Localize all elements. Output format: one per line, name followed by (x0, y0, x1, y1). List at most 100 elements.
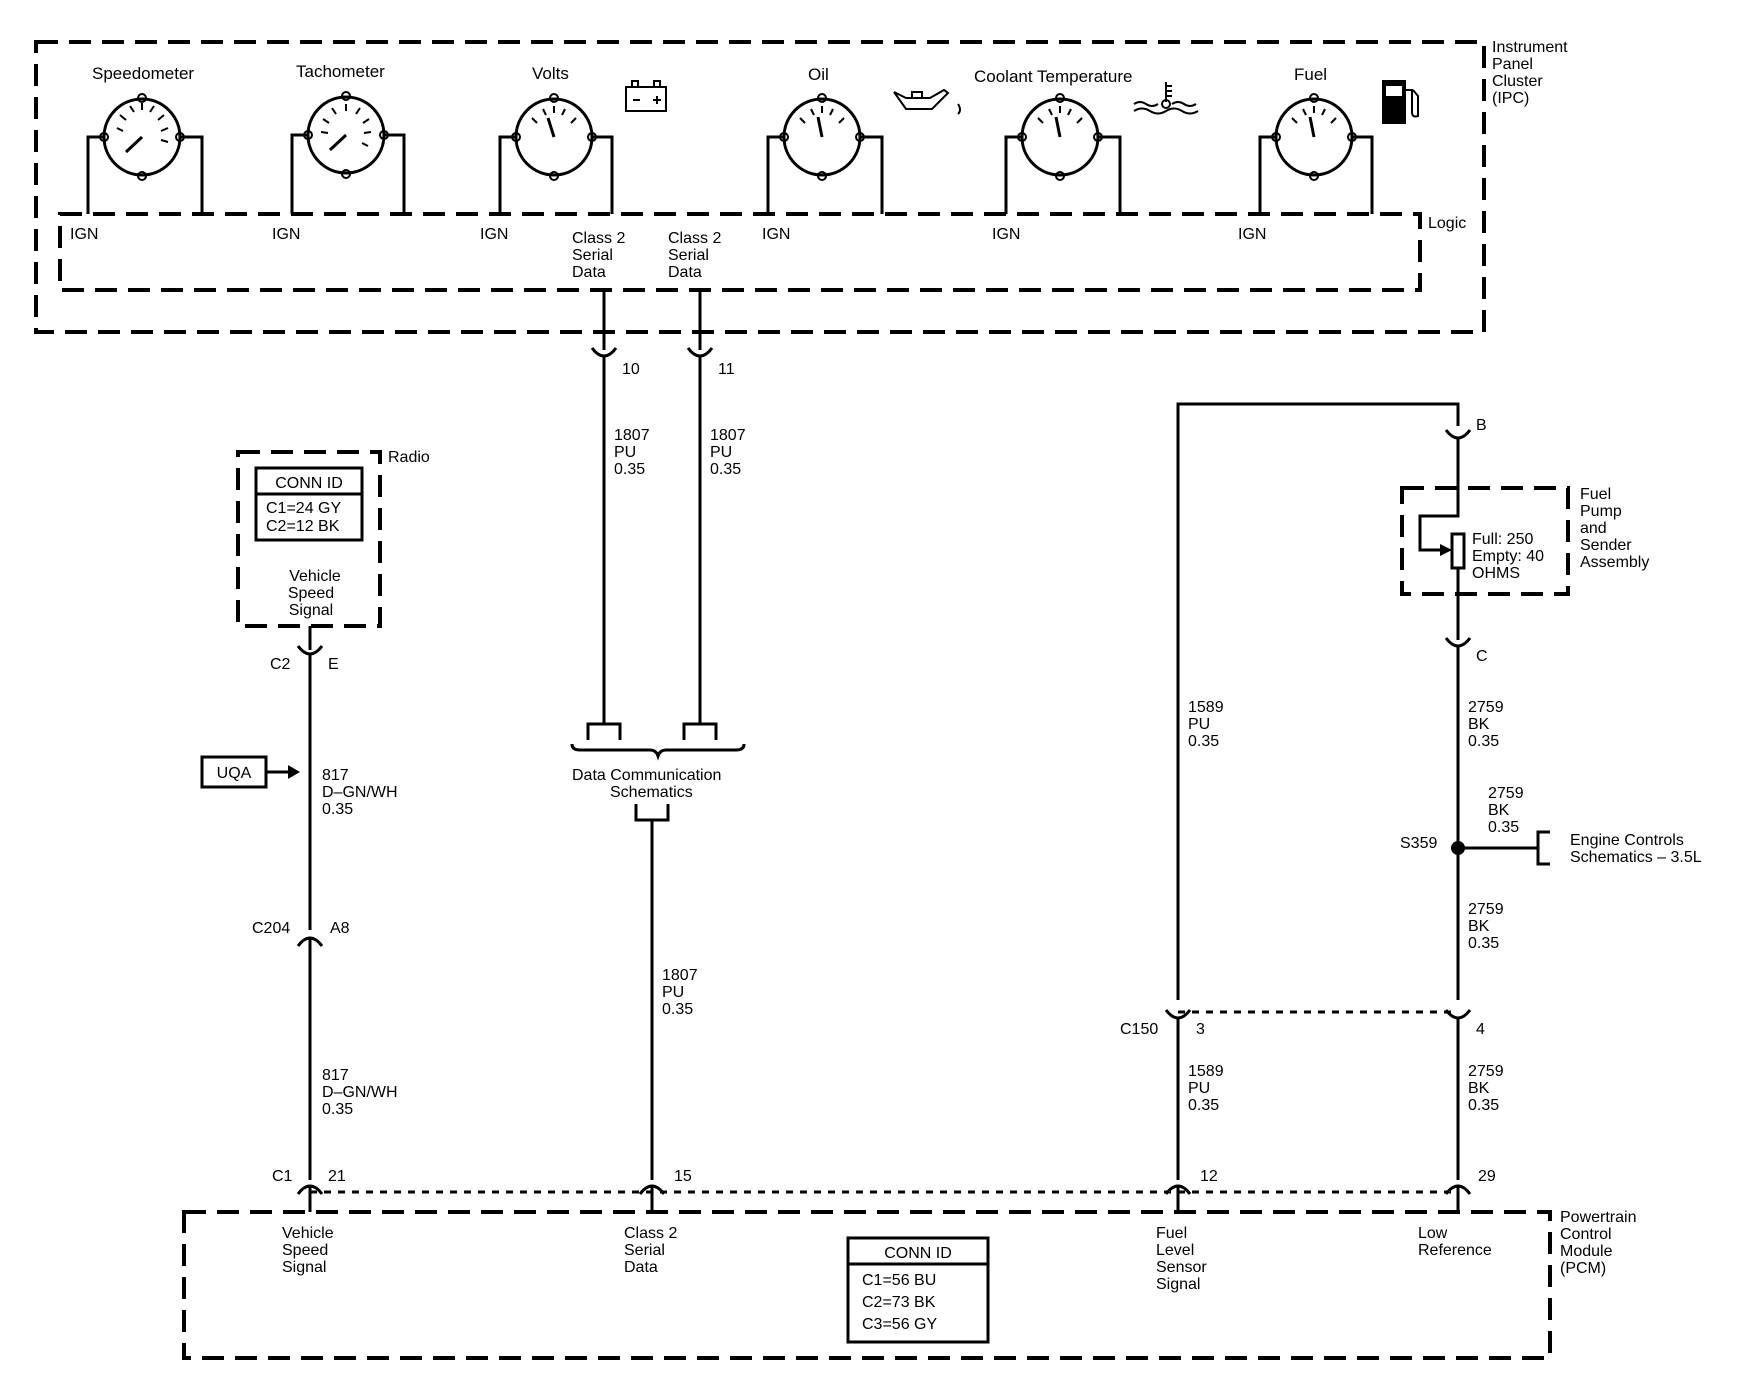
wire-label: 1807 (662, 967, 698, 984)
wire-label: D–GN/WH (322, 1084, 398, 1101)
wire-label: 2759 (1488, 785, 1524, 802)
wire-label: BK (1468, 716, 1490, 733)
oil-can-icon (893, 88, 961, 115)
fuel-pump-label-line: Sender (1580, 537, 1632, 554)
vehicle-speed-signal-wire: C2 E 817 D–GN/WH 0.35 C204 A8 817 D–GN/W… (252, 626, 398, 1180)
serial-data-line: Class 2 (572, 230, 625, 247)
radio-label: Radio (388, 449, 430, 466)
gauge-name: Tachometer (296, 62, 385, 81)
pcm-terminal-line: Fuel (1156, 1225, 1187, 1242)
wire-label: 0.35 (1488, 819, 1519, 836)
serial-data-line: Data (668, 264, 702, 281)
terminal-ign: IGN (992, 226, 1020, 243)
pin-c: C (1476, 648, 1488, 665)
wire-label: 0.35 (322, 1101, 353, 1118)
wire-label: PU (1188, 716, 1210, 733)
data-comm-label-line: Data Communication (572, 767, 721, 784)
gauge-ticks (531, 106, 577, 124)
wire-label: 0.35 (1188, 733, 1219, 750)
pcm-terminal-line: Low (1418, 1225, 1448, 1242)
serial-data-line: Serial (572, 247, 613, 264)
wire-label: 817 (322, 767, 349, 784)
low-reference-wire: C 2759 BK 0.35 2759 BK 0.35 S359 Engine … (1400, 594, 1702, 1000)
fuel-pump-label: Fuel Pump and Sender Assembly (1580, 486, 1649, 571)
wire-label: 0.35 (322, 801, 353, 818)
engine-controls-line: Engine Controls (1570, 832, 1684, 849)
ipc-label-line: Panel (1492, 56, 1533, 73)
ipc-label-line: Instrument (1492, 39, 1568, 56)
gauge-name: Coolant Temperature (974, 67, 1132, 86)
coolant-temperature-icon (1133, 82, 1199, 115)
fuel-pump-label-line: Fuel (1580, 486, 1611, 503)
ipc-serial-data-label-1: Class 2 Serial Data (572, 230, 625, 281)
fuel-pump-label-line: Assembly (1580, 554, 1649, 571)
pcm-terminal-low-reference: Low Reference (1418, 1225, 1492, 1259)
pin-4: 4 (1476, 1021, 1485, 1038)
volts-gauge: Volts (498, 64, 667, 214)
conn-id-row: C1=24 GY (266, 500, 341, 517)
conn-id-title: CONN ID (275, 475, 343, 492)
pcm-label-line: Control (1560, 1226, 1612, 1243)
terminal-ign: IGN (272, 226, 300, 243)
wire-label: BK (1488, 802, 1510, 819)
pcm-terminal-line: Class 2 (624, 1225, 677, 1242)
wire-label: 0.35 (710, 461, 741, 478)
fuel-pump-label-line: Pump (1580, 503, 1622, 520)
wire-label: 1589 (1188, 699, 1224, 716)
pcm-terminal-class2: Class 2 Serial Data (624, 1225, 677, 1276)
pin-3: 3 (1196, 1021, 1205, 1038)
pcm-terminal-line: Serial (624, 1242, 665, 1259)
splice-label: S359 (1400, 835, 1437, 852)
serial-data-line: Serial (668, 247, 709, 264)
ipc-label: Instrument Panel Cluster (IPC) (1492, 39, 1568, 107)
conn-id-row: C2=12 BK (266, 518, 340, 535)
gauge-name: Speedometer (92, 64, 194, 83)
sender-spec-line: Empty: 40 (1472, 548, 1544, 565)
pcm-terminal-fuel-level: Fuel Level Sensor Signal (1156, 1225, 1207, 1293)
ipc-logic-boundary (58, 212, 1422, 292)
pcm-terminal-line: Signal (1156, 1276, 1200, 1293)
pcm-terminal-line: Vehicle (282, 1225, 334, 1242)
serial-data-wire-1: 10 1807 PU 0.35 (590, 290, 650, 724)
pcm-terminal-line: Data (624, 1259, 658, 1276)
wire-label: BK (1468, 918, 1490, 935)
sender-spec-line: Full: 250 (1472, 531, 1533, 548)
pcm-terminal-line: Speed (282, 1242, 328, 1259)
sender-spec-line: OHMS (1472, 565, 1520, 582)
coolant-temperature-gauge: Coolant Temperature (974, 67, 1199, 214)
pcm-label: Powertrain Control Module (PCM) (1560, 1209, 1636, 1277)
radio-signal-line: Signal (289, 602, 333, 619)
conn-id-title: CONN ID (884, 1245, 952, 1262)
wire-label: 2759 (1468, 1063, 1504, 1080)
connector-c1: C1 (272, 1168, 293, 1185)
fuel-pump-label-line: and (1580, 520, 1607, 537)
pcm-conn-id-table: CONN ID C1=56 BU C2=73 BK C3=56 GY (846, 1236, 990, 1344)
gauge-name: Volts (532, 64, 569, 83)
gauge-ticks (116, 103, 169, 143)
terminal-ign: IGN (480, 226, 508, 243)
wire-label: 1807 (710, 427, 746, 444)
ipc-label-line: Cluster (1492, 73, 1543, 90)
ipc-label-line: (IPC) (1492, 90, 1529, 107)
pin-21: 21 (328, 1168, 346, 1185)
radio-signal-label: Vehicle Speed Signal (288, 568, 341, 619)
gauge-ticks (799, 106, 845, 124)
fuel-level-loop: B 1589 PU 0.35 (1176, 402, 1487, 1000)
wire-label: 0.35 (1468, 733, 1499, 750)
pin-15: 15 (674, 1168, 692, 1185)
pin-a8: A8 (330, 920, 350, 937)
uqa-option-box: UQA (200, 755, 300, 789)
pcm-label-line: Module (1560, 1243, 1613, 1260)
radio-signal-line: Speed (288, 585, 334, 602)
gauge-name: Fuel (1294, 65, 1327, 84)
engine-controls-line: Schematics – 3.5L (1570, 849, 1702, 866)
pcm-terminal-line: Level (1156, 1242, 1194, 1259)
pcm-terminal-line: Sensor (1156, 1259, 1207, 1276)
gauge-name: Oil (808, 65, 829, 84)
speedometer-gauge: Speedometer (86, 64, 204, 214)
wire-label: 2759 (1468, 901, 1504, 918)
c150-label: C150 (1120, 1021, 1158, 1038)
pcm-terminal-vss: Vehicle Speed Signal (282, 1225, 334, 1276)
gauge-ticks (320, 104, 372, 147)
wire-label: 817 (322, 1067, 349, 1084)
